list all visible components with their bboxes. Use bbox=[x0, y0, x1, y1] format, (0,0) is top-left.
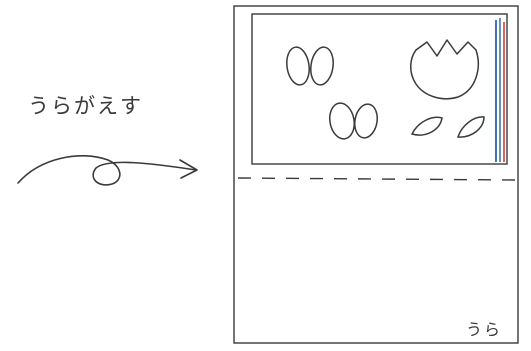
back-side-label: うら bbox=[466, 320, 503, 339]
butterfly-icon bbox=[329, 102, 378, 140]
leaf-icon bbox=[410, 116, 485, 138]
tulip-icon bbox=[410, 39, 479, 100]
paper-sheet bbox=[233, 5, 519, 344]
color-stripes bbox=[495, 18, 505, 162]
curved-arrow-icon bbox=[17, 155, 198, 186]
flip-instruction-caption: うらがえす bbox=[28, 94, 143, 118]
picture-panel bbox=[251, 13, 508, 165]
butterfly-icon bbox=[286, 46, 334, 86]
